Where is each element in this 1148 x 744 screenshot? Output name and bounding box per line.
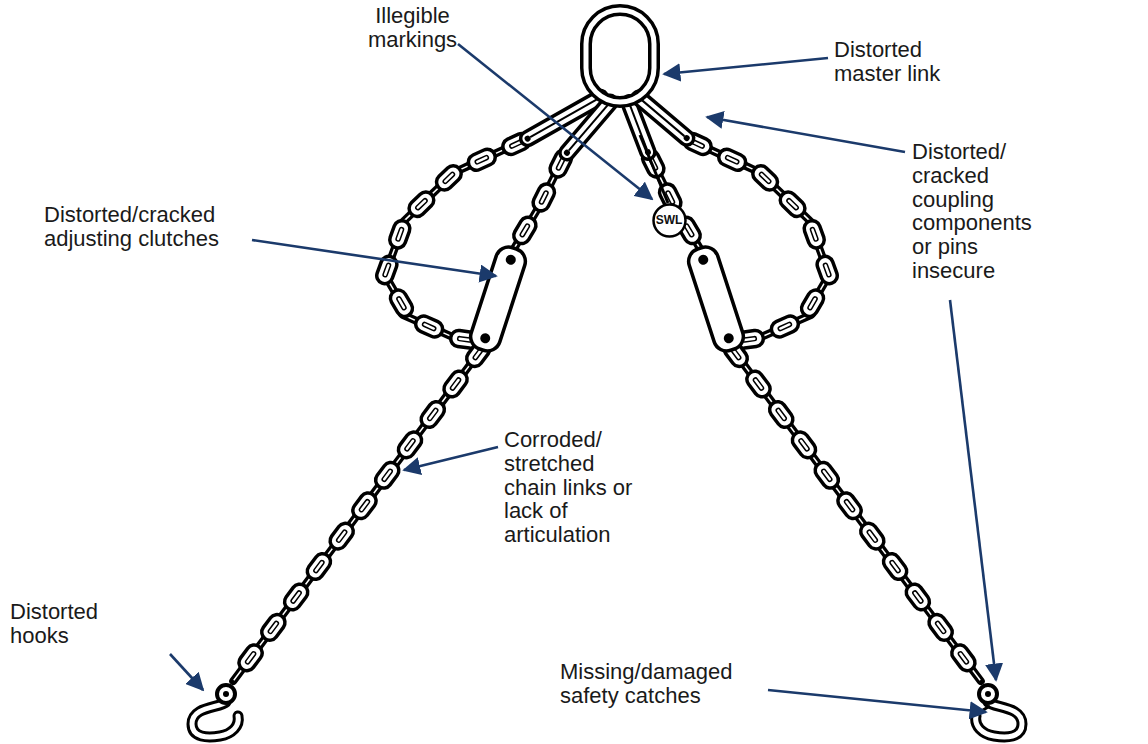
leader-line — [252, 240, 496, 276]
chain-link — [511, 214, 539, 246]
chain-link — [433, 162, 464, 193]
chain-link — [236, 642, 266, 674]
leader-line — [950, 300, 996, 680]
chain-group — [192, 88, 1022, 737]
chain-link — [418, 398, 448, 430]
leader-line — [170, 654, 203, 690]
chain-link — [304, 551, 334, 583]
callout-label: Missing/damaged safety catches — [560, 660, 765, 708]
leader-line — [404, 447, 498, 470]
chain-leg — [721, 338, 986, 687]
marking-tag: SWL — [652, 203, 687, 238]
leader-line — [458, 44, 652, 199]
hook — [192, 685, 238, 737]
chain-link — [769, 314, 801, 340]
chain-leg — [228, 338, 493, 687]
callout-label: Distorted/ cracked coupling components o… — [912, 140, 1052, 283]
chain-link — [441, 368, 471, 400]
chain-link — [372, 459, 402, 491]
callout-label: Distorted/cracked adjusting clutches — [44, 203, 249, 251]
master-link — [586, 10, 654, 102]
chain-link — [802, 218, 827, 250]
chain-link — [926, 611, 956, 643]
chain-link — [413, 314, 445, 340]
chain-link — [777, 189, 808, 220]
adjusting-clutch — [685, 244, 746, 355]
chain-link — [350, 490, 380, 522]
callout-label: Distorted master link — [834, 38, 984, 86]
leader-line — [707, 117, 905, 152]
chain-link — [466, 147, 498, 173]
chain-link — [789, 429, 819, 461]
chain-leg — [640, 147, 710, 260]
chain-link — [858, 520, 888, 552]
chain-link — [835, 490, 865, 522]
chain-link — [281, 581, 311, 613]
callout-label: Corroded/ stretched chain links or lack … — [504, 428, 636, 547]
chain-link — [903, 581, 933, 613]
chain-link — [406, 189, 437, 220]
chain-link — [395, 429, 425, 461]
chain-link — [750, 162, 781, 193]
chain-link — [880, 551, 910, 583]
chain-link — [716, 147, 748, 173]
chain-link — [259, 611, 289, 643]
chain-link — [815, 254, 840, 286]
chain-link — [327, 520, 357, 552]
chain-link — [387, 218, 412, 250]
leader-lines — [170, 44, 996, 712]
leader-line — [768, 690, 986, 712]
chain-link — [799, 287, 827, 319]
chain-link — [387, 287, 415, 319]
adjusting-clutch — [467, 244, 528, 355]
callout-label: Illegible markings — [350, 4, 475, 52]
tag-text: SWL — [656, 213, 683, 227]
leader-line — [664, 58, 828, 74]
chain-link — [530, 181, 557, 213]
callout-label: Distorted hooks — [10, 600, 122, 648]
chain-link — [949, 642, 979, 674]
chain-leg — [505, 147, 575, 260]
chain-link — [766, 398, 796, 430]
chain-link — [812, 459, 842, 491]
chain-link — [744, 368, 774, 400]
